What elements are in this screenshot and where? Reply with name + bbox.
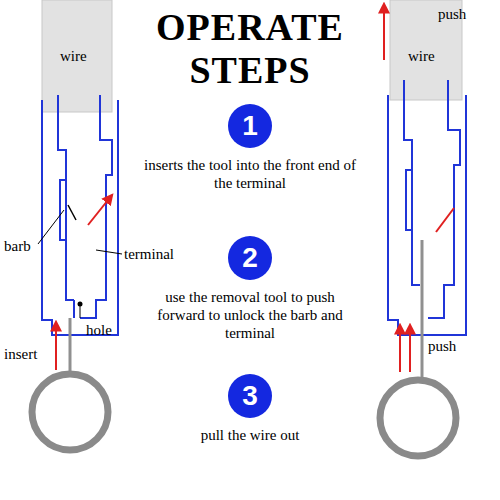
step-number: 3: [228, 374, 272, 418]
tool-ring: [380, 380, 456, 456]
action-label: push: [428, 338, 456, 355]
wire: [42, 0, 112, 112]
hole-dot: [78, 302, 83, 307]
step-number: 2: [228, 236, 272, 280]
leader-line: [80, 306, 81, 318]
step-node: 3 pull the wire out: [140, 374, 360, 444]
barb: [68, 205, 76, 220]
diagram-title: OPERATE STEPS: [130, 6, 370, 92]
push-arrow: [383, 4, 385, 60]
part-label: barb: [4, 238, 31, 255]
leader-line: [96, 250, 122, 254]
step-text: use the removal tool to push forward to …: [140, 288, 360, 342]
action-label: push: [438, 6, 466, 23]
step-number: 1: [228, 104, 272, 148]
barb: [436, 208, 454, 232]
connector-housing: [42, 95, 118, 335]
insert-arrow: [55, 322, 57, 370]
step-node: 1 inserts the tool into the front end of …: [140, 104, 360, 192]
push-arrow: [399, 325, 401, 372]
barb-arrow: [88, 195, 112, 225]
step-text: pull the wire out: [140, 426, 360, 444]
connector-housing: [388, 80, 466, 335]
action-label: insert: [4, 346, 37, 363]
step-text: inserts the tool into the front end of t…: [140, 156, 360, 192]
tool-shaft: [69, 318, 72, 372]
part-label: terminal: [124, 246, 174, 263]
wire-label: wire: [60, 48, 87, 65]
part-label: hole: [86, 322, 112, 339]
leader-line: [38, 210, 64, 244]
tool-ring: [32, 374, 108, 450]
wire-label: wire: [408, 48, 435, 65]
push-arrow: [409, 325, 411, 372]
tool-shaft: [421, 240, 424, 380]
